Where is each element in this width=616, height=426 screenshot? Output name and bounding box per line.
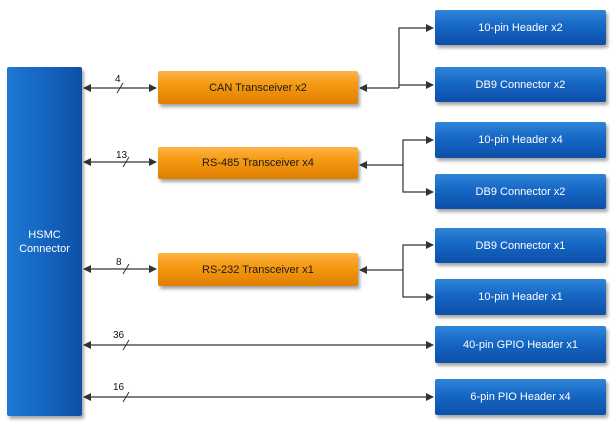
output-db9-connector-x2-can: DB9 Connector x2 [435,67,606,102]
rs485-transceiver-block: RS-485 Transceiver x4 [158,147,358,179]
rs232-transceiver-block: RS-232 Transceiver x1 [158,253,358,286]
output-10pin-header-x1: 10-pin Header x1 [435,279,606,315]
bus-slash-rs232 [122,263,130,275]
hsmc-label-line1: HSMC [28,228,61,241]
output-40pin-gpio-header: 40-pin GPIO Header x1 [435,326,606,363]
bus-width-label-rs485: 13 [116,150,128,161]
wire-rs232-up [402,241,434,270]
wire-rs485-down [402,165,434,196]
wire-can-up [398,24,434,88]
output-db9-connector-x1: DB9 Connector x1 [435,228,606,263]
wire-rs485-up [402,136,434,165]
hsmc-label-line2: Connector [19,242,70,255]
bus-width-label-gpio: 36 [113,330,125,341]
bus-width-label-pio: 16 [113,382,125,393]
bus-slash-can [116,82,124,94]
output-6pin-pio-header: 6-pin PIO Header x4 [435,379,606,415]
output-10pin-header-x4: 10-pin Header x4 [435,122,606,158]
bus-slash-gpio [122,339,130,351]
can-transceiver-block: CAN Transceiver x2 [158,71,358,104]
output-db9-connector-x2-rs485: DB9 Connector x2 [435,174,606,209]
hsmc-connector-block: HSMC Connector [7,67,82,416]
wire-rs232-down [402,270,434,301]
output-10pin-header-x2: 10-pin Header x2 [435,10,606,45]
bus-slash-rs485 [122,156,130,168]
bus-width-label-can: 4 [115,74,121,85]
bus-slash-pio [122,391,130,403]
bus-width-label-rs232: 8 [116,257,122,268]
